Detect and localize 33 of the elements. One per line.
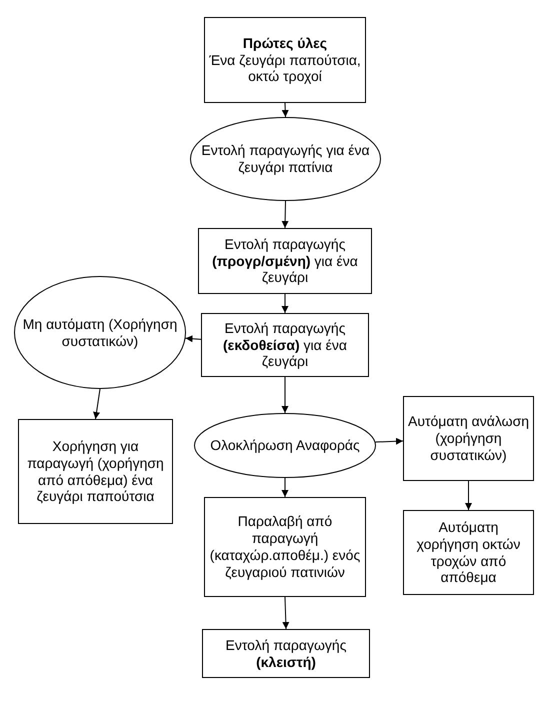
process-box (18, 419, 173, 524)
arrow (282, 102, 289, 118)
box-text: Εντολή παραγωγής για ένα ζευγάρι πατίνια (200, 142, 371, 176)
box-text: Εντολή παραγωγής (προγρ/σμένη) για ένα ζευγάρι (211, 236, 359, 286)
process-box (204, 497, 366, 597)
process-box (403, 396, 534, 481)
box-text: Μη αυτόματη (Χορήγηση συστατικών) (22, 316, 178, 350)
process-box (204, 17, 366, 103)
arrow (282, 478, 288, 498)
box-text: Αυτόματη ανάλωση (χορήγηση συστατικών) (406, 413, 530, 464)
process-box (198, 228, 372, 294)
box-text: Ολοκλήρωση Αναφοράς (209, 437, 361, 454)
box-text: Εντολή παραγωγής (κλειστή) (224, 636, 348, 670)
box-text: Χορήγηση για παραγωγή (χορήγηση από απόθεμα) ένα ζευγάρι παπούτσια (26, 438, 165, 506)
ellipse-node (194, 413, 376, 478)
arrow (282, 376, 288, 414)
arrow (282, 294, 288, 314)
box-text: Εντολή παραγωγής (εκδοθείσα) για ένα ζευγάρι (222, 320, 348, 370)
box-text: Αυτόματη χορήγηση οκτών τροχών από απόθεμα (416, 518, 522, 586)
ellipse-node (190, 117, 381, 201)
ellipse-node (14, 276, 186, 389)
process-box (202, 629, 370, 678)
process-box (403, 510, 534, 595)
arrow (93, 388, 100, 420)
box-text: Ένα ζευγάρι παπούτσια, οκτώ τροχοί (208, 52, 362, 86)
arrow (465, 480, 472, 510)
box-text: Παραλαβή από παραγωγή (καταχώρ.αποθέμ.) ενός ζευγαριού πατινιών (208, 513, 362, 581)
box-heading: Πρώτες ύλες (242, 34, 328, 52)
arrow (185, 335, 202, 342)
arrow (282, 596, 290, 630)
arrow (374, 438, 404, 445)
process-box (201, 313, 369, 377)
arrow (282, 200, 289, 228)
